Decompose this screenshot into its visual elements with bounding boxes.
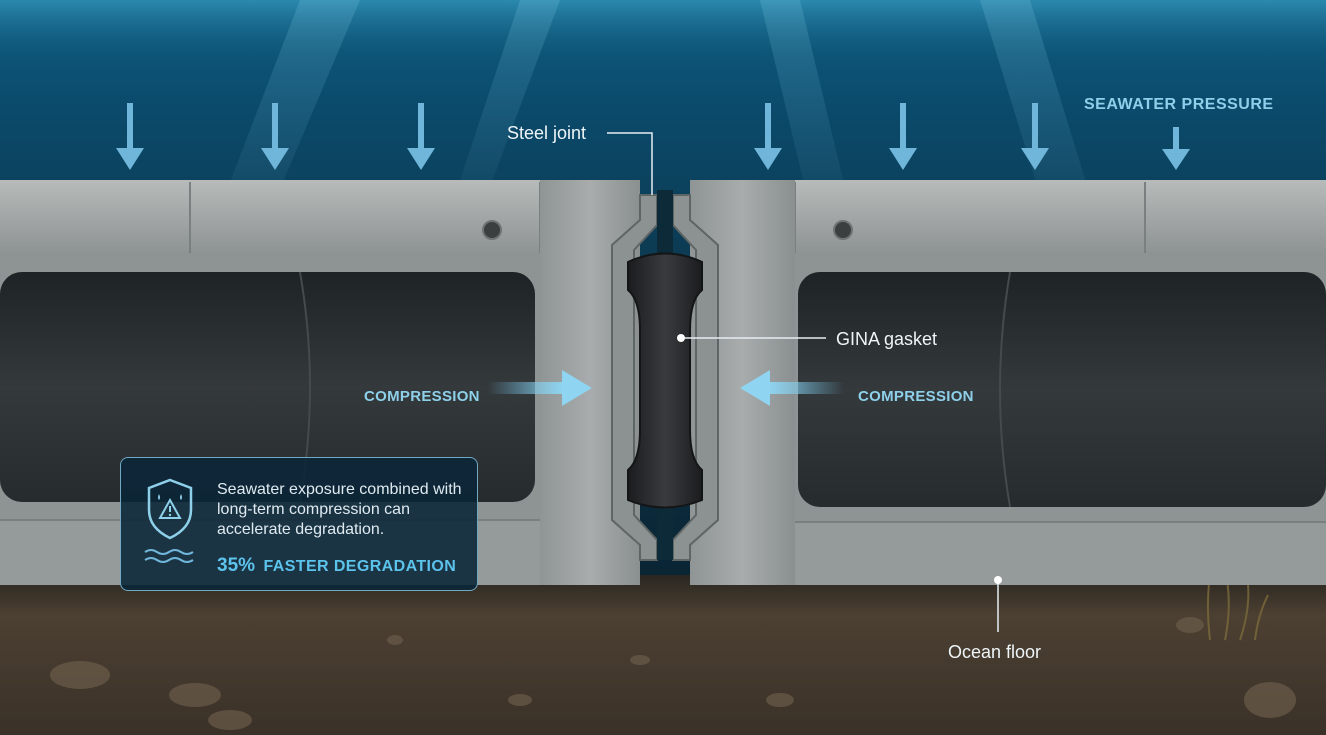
shield-warning-icon	[147, 478, 193, 540]
pressure-arrow-icon	[261, 103, 289, 170]
waves-icon	[144, 549, 194, 563]
gina-gasket	[627, 252, 703, 509]
pressure-arrow-icon	[889, 103, 917, 170]
gina-gasket-label: GINA gasket	[836, 329, 938, 349]
compression-arrow-left-icon	[488, 370, 592, 406]
ocean-floor-sediment	[0, 575, 1326, 735]
floor-pointer-dot	[994, 576, 1002, 584]
degradation-stat: 35% FASTER DEGRADATION	[217, 556, 456, 575]
water-surface	[0, 0, 1326, 70]
info-card-text: Seawater exposure combined with long-ter…	[217, 481, 462, 538]
pressure-arrow-icon	[407, 103, 435, 170]
pressure-arrows	[116, 103, 1190, 170]
gasket-pointer-dot	[677, 334, 685, 342]
degradation-stat-value: 35%	[217, 555, 256, 576]
pressure-arrow-icon	[116, 103, 144, 170]
ocean-floor-label: Ocean floor	[948, 642, 1042, 662]
pressure-arrow-icon	[1021, 103, 1049, 170]
leader-lines	[607, 132, 999, 632]
compression-label-right: COMPRESSION	[858, 388, 974, 405]
floor-pebbles	[50, 617, 1296, 730]
degradation-info-card: Seawater exposure combined with long-ter…	[120, 457, 478, 591]
degradation-stat-label: FASTER DEGRADATION	[263, 558, 457, 575]
seawater-pressure-label: SEAWATER PRESSURE	[1084, 96, 1274, 113]
pressure-arrow-icon	[754, 103, 782, 170]
compression-arrow-right-icon	[740, 370, 844, 406]
compression-label-left: COMPRESSION	[364, 388, 480, 405]
tunnel-segment-right	[690, 180, 1326, 585]
pressure-arrow-icon	[1162, 127, 1190, 170]
steel-joint-label: Steel joint	[507, 123, 587, 143]
